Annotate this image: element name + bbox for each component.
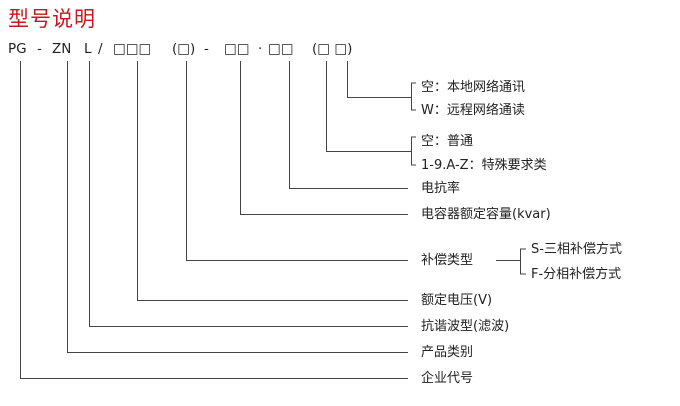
line-enterprise: [20, 61, 408, 379]
bracket-special: [411, 136, 416, 166]
code-dash-2: -: [204, 41, 209, 57]
bracket-comm: [411, 82, 416, 111]
label-comm-w: W：远程网络通读: [421, 103, 525, 118]
code-filter: L: [84, 41, 92, 57]
label-compensation: 补偿类型: [421, 253, 474, 268]
code-dash-1: -: [37, 41, 42, 57]
line-special: [326, 61, 411, 152]
label-category: 产品类别: [421, 345, 474, 360]
line-comm: [347, 61, 411, 98]
code-enterprise: PG: [8, 41, 27, 57]
label-reactance: 电抗率: [421, 181, 461, 196]
label-special-empty: 空：普通: [421, 134, 474, 149]
label-filter: 抗谐波型(滤波): [421, 319, 510, 334]
code-dot: ·: [258, 41, 263, 57]
label-comp-f: F-分相补偿方式: [531, 267, 622, 282]
bracket-comp: [520, 248, 526, 275]
line-compensation: [186, 61, 408, 261]
line-capacity: [240, 61, 408, 215]
line-reactance: [289, 61, 408, 189]
code-reactance: □□: [268, 41, 294, 57]
label-comm-empty: 空：本地网络通讯: [421, 80, 526, 95]
code-compensation: (□): [172, 41, 196, 57]
line-category: [67, 61, 408, 353]
label-comp-s: S-三相补偿方式: [531, 242, 622, 257]
code-slash: /: [98, 41, 103, 57]
line-voltage: [137, 61, 408, 301]
label-special-codes: 1-9.A-Z：特殊要求类: [421, 158, 547, 173]
line-filter: [89, 61, 408, 327]
label-voltage: 额定电压(V): [421, 293, 493, 308]
code-special: (□ □): [312, 41, 353, 57]
label-enterprise: 企业代号: [421, 371, 474, 386]
code-capacity: □□: [224, 41, 250, 57]
code-voltage: □□□: [113, 41, 152, 57]
label-capacity: 电容器额定容量(kvar): [421, 207, 551, 222]
diagram-title: 型号说明: [8, 7, 96, 31]
code-category: ZN: [52, 41, 72, 57]
